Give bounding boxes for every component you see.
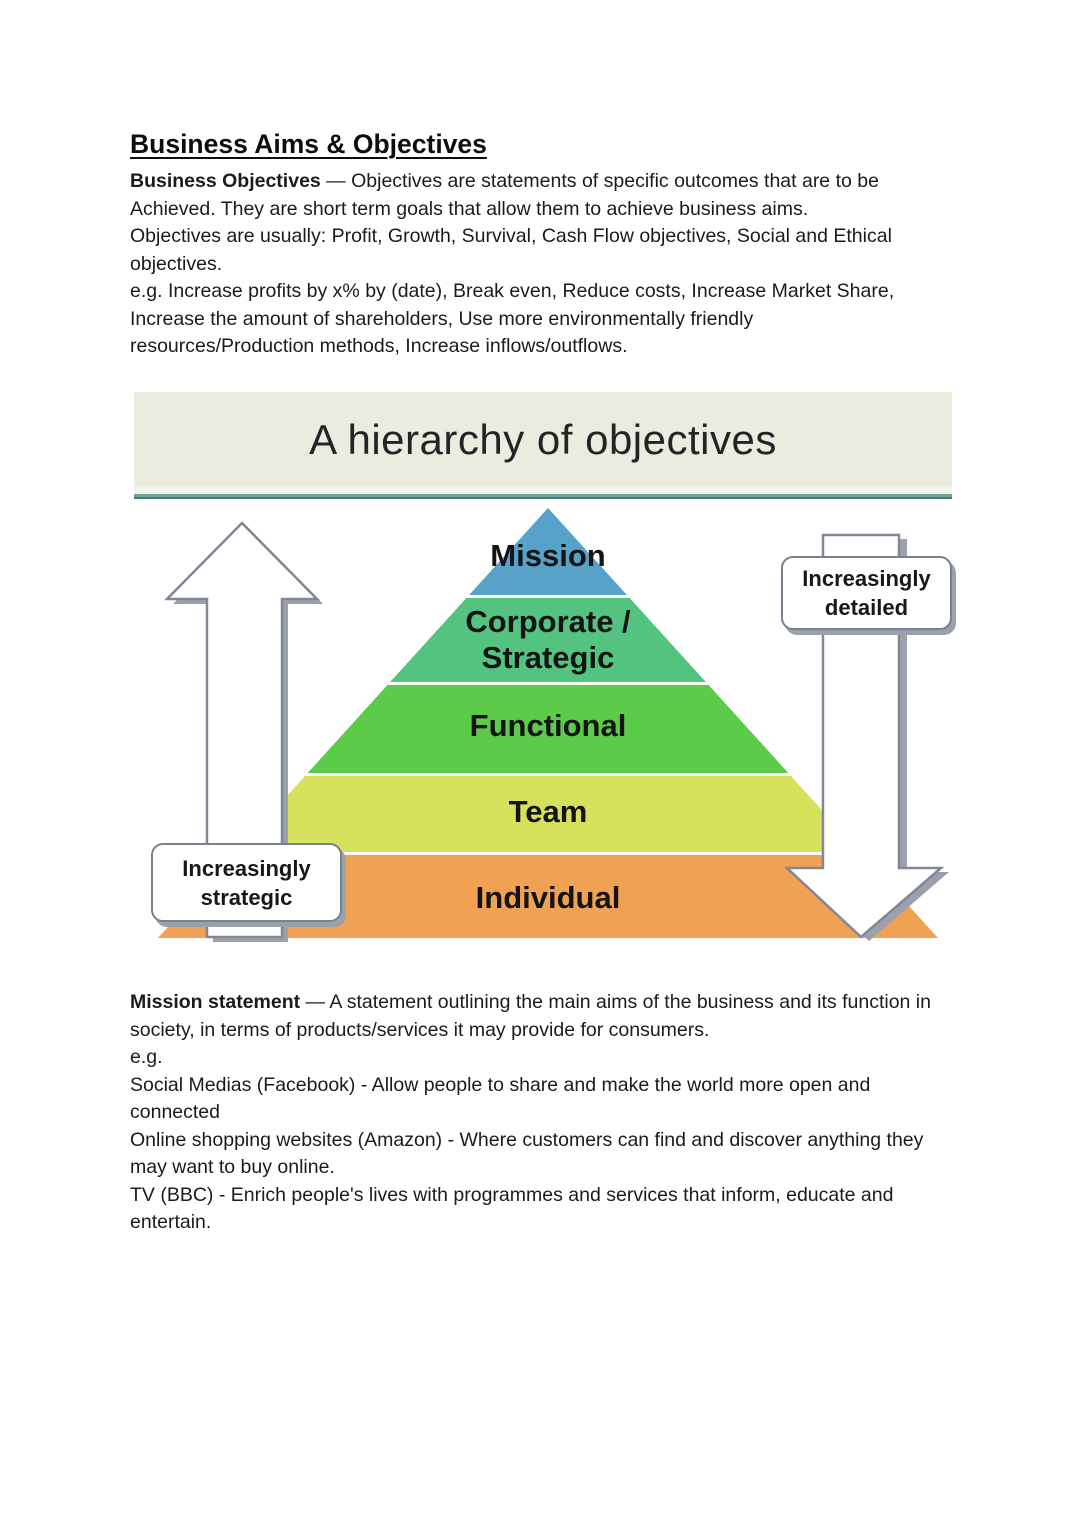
mission-statement-paragraph: Mission statement — A statement outlinin… [130,989,980,1237]
arrow-graphics [164,521,949,942]
up-arrow-icon [164,521,323,942]
text-line: may want to buy online. [130,1156,335,1178]
text-line: e.g. [130,1046,163,1068]
increasingly-strategic-callout: Increasingly strategic [151,843,342,922]
text-line: Mission statement — A statement outlinin… [130,991,931,1013]
text-line: Online shopping websites (Amazon) - Wher… [130,1128,924,1151]
text-line: Social Medias (Facebook) - Allow people … [130,1073,871,1096]
banner-lower-strip [134,486,952,494]
callout-line: strategic [200,884,293,910]
text-line: connected [130,1101,220,1123]
increasingly-detailed-callout: Increasingly detailed [781,556,952,630]
text-line: Objectives are usually: Profit, Growth, … [130,225,892,247]
text-line: e.g. Increase profits by x% by (date), B… [130,280,895,302]
teal-divider-line [134,494,952,499]
text-line: Increase the amount of shareholders, Use… [130,307,754,330]
page-title: Business Aims & Objectives [130,129,487,159]
callout-line: detailed [824,595,909,620]
text-line: Achieved. They are short term goals that… [130,197,809,220]
callout-line: Increasingly [182,855,311,881]
figure-title-banner [134,392,952,486]
text-line: society, in terms of products/services i… [130,1018,710,1041]
text-line: objectives. [130,252,223,275]
hierarchy-figure: A hierarchy of objectives Mission Corpor… [134,392,952,957]
text-line: Business Objectives — Objectives are sta… [130,170,879,192]
objectives-paragraph: Business Objectives — Objectives are sta… [130,168,980,361]
text-line: TV (BBC) - Enrich people's lives with pr… [130,1183,894,1206]
text-line: resources/Production methods, Increase i… [130,335,628,357]
callout-line: Increasingly [802,566,931,591]
text-line: entertain. [130,1211,212,1233]
figure-title: A hierarchy of objectives [309,416,777,463]
